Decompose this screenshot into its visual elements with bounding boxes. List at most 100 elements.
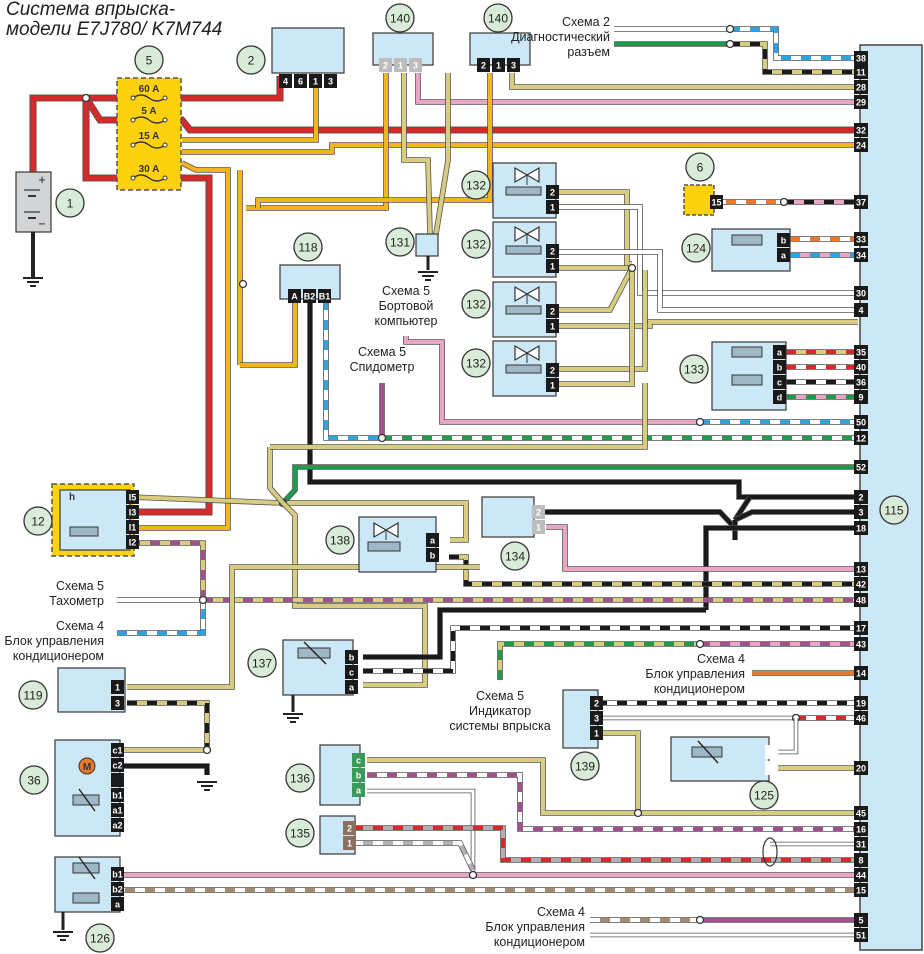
temp-sensor-125-box [670, 736, 770, 782]
badge-circle [385, 227, 415, 257]
wire-outline [367, 772, 858, 832]
badge-2: 2 [236, 45, 266, 75]
badge-circle [749, 780, 779, 810]
pin-box [111, 818, 124, 832]
pin-label: 2 [536, 508, 541, 518]
badge-circle [879, 495, 909, 525]
pin: 1 [343, 836, 356, 850]
badge-circle [681, 233, 711, 263]
badge-number: 124 [686, 242, 706, 256]
valve-icon [514, 285, 540, 304]
pin-box [343, 821, 356, 835]
pin-box [111, 882, 124, 896]
wire [246, 73, 389, 211]
wire [730, 41, 858, 75]
badge-number: 115 [884, 504, 903, 518]
pin-box [352, 753, 365, 767]
pin: 50 [854, 415, 868, 429]
ref-ac3-line2: Блок управления [485, 920, 585, 934]
wire [509, 73, 858, 90]
wire-stripe [730, 42, 858, 74]
pin: 16 [854, 822, 868, 836]
pin: a [777, 248, 790, 262]
wire-outline [363, 607, 706, 660]
pin-label: 2 [550, 247, 555, 257]
badge-140-right: 140 [483, 3, 513, 33]
pin-box [854, 123, 868, 137]
pin-box [854, 138, 868, 152]
pin-box [854, 577, 868, 591]
pin: b1 [111, 867, 124, 881]
pin: B1 [318, 289, 331, 303]
pin: 4 [279, 74, 292, 88]
ref-ac1-line3: кондиционером [13, 649, 104, 663]
badge-132: 132 [461, 348, 491, 378]
badge-135: 135 [285, 818, 315, 848]
pin-box [409, 58, 422, 72]
junction-node [238, 279, 248, 289]
pin-label: 3 [511, 61, 516, 71]
pin-box [773, 345, 786, 359]
badge-118: 118 [293, 232, 323, 262]
pin-box [854, 637, 868, 651]
wire [776, 718, 799, 755]
wire-core [556, 190, 632, 266]
pin-label: 33 [856, 235, 866, 245]
pin: 34 [854, 248, 868, 262]
wire-stripe [498, 642, 700, 680]
ref-diagnostic-line2: Диагностический [511, 30, 610, 44]
badge-number: 5 [146, 54, 153, 68]
ground-icon [418, 271, 438, 281]
badge-circle [134, 45, 164, 75]
pin: 3 [507, 58, 520, 72]
pin: a [352, 783, 365, 797]
pin: I5 [126, 490, 139, 504]
badge-1: 1 [55, 188, 85, 218]
pin-box [854, 696, 868, 710]
pin-label: 1 [550, 381, 555, 391]
pin: 5 [854, 913, 868, 927]
pin: 51 [854, 928, 868, 942]
pin: 2 [477, 58, 490, 72]
badge-137: 137 [247, 648, 277, 678]
badge-circle [293, 232, 323, 262]
wire-core [281, 465, 858, 505]
pin: b2 [111, 882, 124, 896]
pin-box [111, 680, 124, 694]
pin-label: 2 [550, 188, 555, 198]
pin: 12 [854, 431, 868, 445]
pin: 1 [546, 259, 559, 273]
pin: d [773, 390, 786, 404]
fuse-icon [132, 174, 166, 182]
wire-stripe [353, 841, 475, 871]
pin: 1 [111, 680, 124, 694]
badge-5: 5 [134, 45, 164, 75]
pin: 15 [854, 883, 868, 897]
pin-box [590, 726, 603, 740]
wire [415, 73, 858, 105]
ground-icon [283, 713, 303, 723]
pin: b1 [111, 788, 124, 802]
pin: c2 [111, 758, 124, 772]
pin: 36 [854, 375, 868, 389]
pin-box [854, 390, 868, 404]
pin: 2 [546, 304, 559, 318]
pin-box [345, 650, 358, 664]
ref-computer-line1: Схема 5 [382, 284, 430, 298]
pin-box [765, 761, 778, 775]
wire [267, 447, 286, 505]
pin: 3 [324, 74, 337, 88]
wire-core [127, 565, 480, 689]
wire [556, 270, 648, 372]
pin-box [126, 520, 139, 534]
pin: 2 [765, 761, 778, 775]
pin-box [854, 415, 868, 429]
pin-box [111, 743, 124, 757]
ref-indicator-line1: Схема 5 [476, 689, 524, 703]
wire-core [268, 447, 285, 505]
badge-circle [19, 765, 49, 795]
wire-outline [127, 700, 210, 750]
pin-box [854, 883, 868, 897]
wire-core [240, 300, 297, 367]
pin-label: 1 [496, 61, 501, 71]
